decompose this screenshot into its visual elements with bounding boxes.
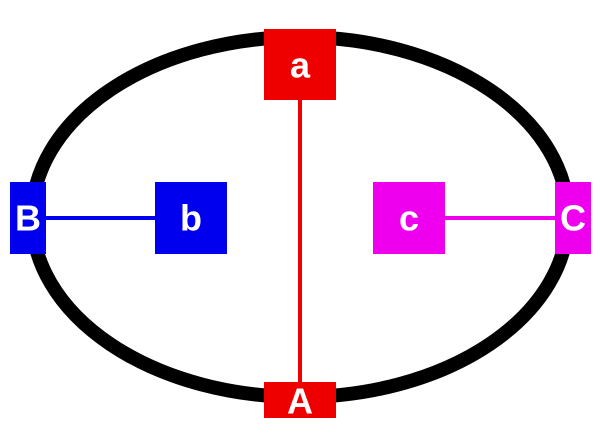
node-b-inner: b bbox=[155, 182, 227, 254]
node-b-inner-label: b bbox=[180, 198, 202, 239]
node-C-right-label: C bbox=[560, 198, 586, 239]
node-A-bottom-label: A bbox=[287, 381, 313, 422]
node-A-bottom-box bbox=[264, 382, 336, 418]
node-B-left: B bbox=[10, 182, 46, 254]
node-B-left-label: B bbox=[15, 198, 41, 239]
node-a-top-label: a bbox=[290, 45, 311, 86]
node-c-inner-box bbox=[373, 182, 445, 254]
node-c-inner-label: c bbox=[399, 198, 419, 239]
node-a-top-box bbox=[264, 29, 336, 100]
node-a-top: a bbox=[264, 29, 336, 100]
node-C-right-box bbox=[555, 182, 591, 254]
node-C-right: C bbox=[555, 182, 591, 254]
node-A-bottom: A bbox=[264, 381, 336, 422]
node-b-inner-box bbox=[155, 182, 227, 254]
node-c-inner: c bbox=[373, 182, 445, 254]
node-B-left-box bbox=[10, 182, 46, 254]
